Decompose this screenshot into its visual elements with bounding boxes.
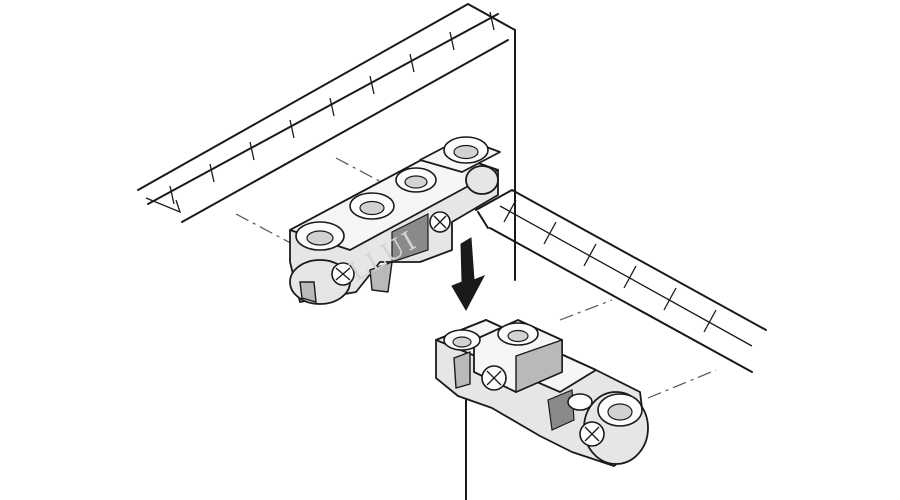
lower-fitting-holes: [443, 322, 593, 411]
upper-fitting-cam-screw: [331, 262, 355, 286]
back-panel: [137, 3, 516, 281]
side-panel: [475, 189, 767, 373]
upper-connector-fitting: [289, 136, 501, 305]
lower-fitting-cam-screw: [579, 421, 605, 447]
side-panel-edge-grid: [503, 199, 717, 333]
upper-fitting-holes: [295, 136, 489, 251]
lower-fitting-screw: [481, 365, 507, 391]
upper-fitting-screw: [429, 211, 451, 233]
down-arrow: [451, 237, 486, 312]
back-panel-edge-grid: [169, 11, 495, 205]
lower-connector-fitting: [435, 319, 649, 467]
